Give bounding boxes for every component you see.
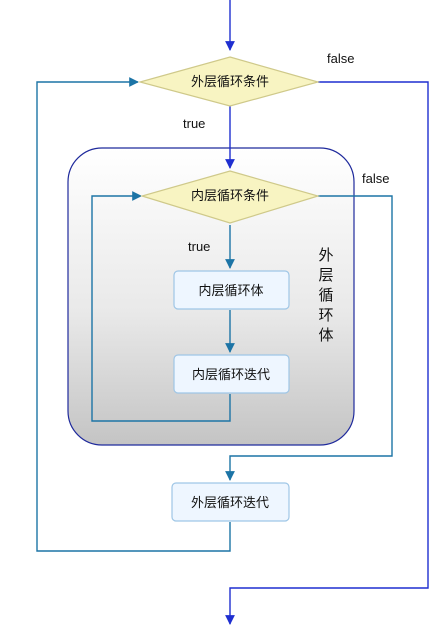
edge-outer-false: [225, 81, 429, 625]
outer-condition-decision: [137, 56, 321, 107]
edge-inner-loop-back: [91, 191, 231, 422]
outer-false-label: false: [327, 51, 354, 66]
outer-iteration-process: [171, 482, 290, 522]
outer-body-label-char-4: 环: [318, 306, 333, 324]
outer-body-label-char-2: 层: [318, 266, 333, 284]
edge-inner-false: [225, 195, 393, 481]
outer-true-label: true: [183, 116, 205, 131]
edge-outer-loop-back: [36, 77, 231, 552]
inner-body-label: 内层循环体: [198, 283, 263, 299]
inner-false-label: false: [362, 171, 389, 186]
outer-iteration-label: 外层循环迭代: [191, 496, 269, 511]
inner-iteration-process: [173, 354, 290, 394]
outer-body-label-char-1: 外: [318, 246, 333, 264]
inner-condition-label: 内层循环条件: [191, 188, 269, 204]
inner-true-label: true: [188, 239, 210, 254]
inner-condition-decision: [139, 170, 321, 224]
outer-condition-label: 外层循环条件: [191, 74, 269, 90]
outer-body-label-char-3: 循: [318, 286, 333, 304]
inner-iteration-label: 内层循环迭代: [192, 367, 270, 383]
inner-body-process: [173, 270, 290, 310]
outer-body-label-char-5: 体: [318, 326, 333, 344]
